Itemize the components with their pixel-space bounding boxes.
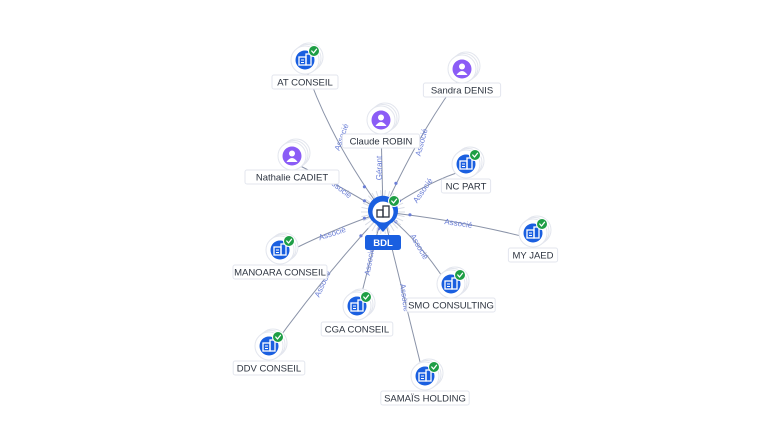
node-manoara[interactable]: MANOARA CONSEIL xyxy=(232,232,328,280)
verified-check-icon xyxy=(388,195,400,207)
node-label-bg xyxy=(341,133,421,149)
node-label-bg xyxy=(507,247,559,263)
node-label-bg xyxy=(422,82,502,98)
verified-check-icon xyxy=(272,331,284,343)
edge-arrow xyxy=(362,199,367,203)
node-cga[interactable]: CGA CONSEIL xyxy=(320,288,394,337)
node-label: NC PART xyxy=(446,182,487,193)
center-halo-ray xyxy=(362,217,371,222)
node-label-bg xyxy=(406,297,496,313)
node-label-bg xyxy=(232,360,306,376)
edge-relation-label: Associé xyxy=(318,225,348,242)
center-halo-ray xyxy=(371,223,377,232)
edge-arrow xyxy=(362,216,367,220)
building-icon xyxy=(418,369,432,382)
verified-check-icon xyxy=(454,269,466,281)
edge-relation-label: Associé xyxy=(363,246,377,276)
node-label: CGA CONSEIL xyxy=(325,325,389,336)
verified-check-icon xyxy=(428,361,440,373)
node-ddv[interactable]: DDV CONSEIL xyxy=(232,328,306,376)
center-halo-ray xyxy=(361,206,370,210)
center-halo-ray xyxy=(396,206,405,210)
edge-arrow xyxy=(362,185,367,189)
center-halo-ray xyxy=(367,222,375,229)
center-halo-ray xyxy=(395,217,404,222)
edge-relation-label: Associé xyxy=(444,217,474,230)
center-label: BDL xyxy=(373,238,393,249)
building-icon xyxy=(273,243,287,256)
node-nathalie[interactable]: Nathalie CADIET xyxy=(244,138,340,185)
edge-arrow xyxy=(408,213,412,217)
center-label-pill xyxy=(365,235,401,250)
edge-myjaed: Associé xyxy=(382,211,534,240)
center-halo-ray xyxy=(391,222,399,229)
center-halo-ray xyxy=(396,214,405,218)
building-icon xyxy=(376,205,390,218)
building-icon xyxy=(526,226,540,239)
node-label: Nathalie CADIET xyxy=(256,173,329,184)
node-label: AT CONSEIL xyxy=(277,78,333,89)
center-halo-ray xyxy=(394,219,402,226)
node-label: Claude ROBIN xyxy=(350,137,413,148)
node-label: MANOARA CONSEIL xyxy=(234,268,326,279)
building-icon xyxy=(350,299,364,312)
node-label: SAMAÏS HOLDING xyxy=(384,394,466,405)
person-icon xyxy=(375,114,387,126)
edge-relation-label: Associé xyxy=(408,232,430,261)
edge-arrow xyxy=(394,181,398,185)
verified-check-icon xyxy=(283,235,295,247)
center-node[interactable]: BDL xyxy=(361,190,405,250)
node-sandra[interactable]: Sandra DENIS xyxy=(422,51,502,98)
node-label-bg xyxy=(440,178,492,194)
verified-check-icon xyxy=(360,291,372,303)
building-icon xyxy=(459,157,473,170)
building-icon xyxy=(298,53,312,66)
building-icon xyxy=(444,277,458,290)
edge-arrow xyxy=(359,234,363,238)
node-label-bg xyxy=(380,390,470,406)
node-claude[interactable]: Claude ROBIN xyxy=(341,102,421,149)
center-halo-ray xyxy=(389,223,395,232)
node-label-bg xyxy=(244,169,340,185)
node-at[interactable]: AT CONSEIL xyxy=(271,42,339,90)
node-label: SMO CONSULTING xyxy=(408,301,494,312)
edge-relation-label: Gérant xyxy=(375,155,384,180)
person-icon xyxy=(286,150,298,162)
node-label-bg xyxy=(271,74,339,90)
center-halo-ray xyxy=(364,219,372,226)
node-smo[interactable]: SMO CONSULTING xyxy=(406,266,496,313)
verified-check-icon xyxy=(536,218,548,230)
node-label: DDV CONSEIL xyxy=(237,364,301,375)
node-label-bg xyxy=(232,264,328,280)
center-halo-ray xyxy=(361,214,370,218)
node-label: MY JAED xyxy=(512,251,553,262)
node-label-bg xyxy=(320,321,394,337)
edge-relation-label: Associé xyxy=(411,176,435,205)
nodes-layer: AT CONSEIL Sandra DENIS Claude ROBIN Nathal… xyxy=(232,42,559,406)
verified-check-icon xyxy=(469,149,481,161)
node-label: Sandra DENIS xyxy=(431,86,493,97)
node-samais[interactable]: SAMAÏS HOLDING xyxy=(380,358,470,406)
building-icon xyxy=(262,339,276,352)
node-ncpart[interactable]: NC PART xyxy=(440,146,492,194)
node-myjaed[interactable]: MY JAED xyxy=(507,215,559,263)
person-icon xyxy=(456,63,468,75)
verified-check-icon xyxy=(308,45,320,57)
